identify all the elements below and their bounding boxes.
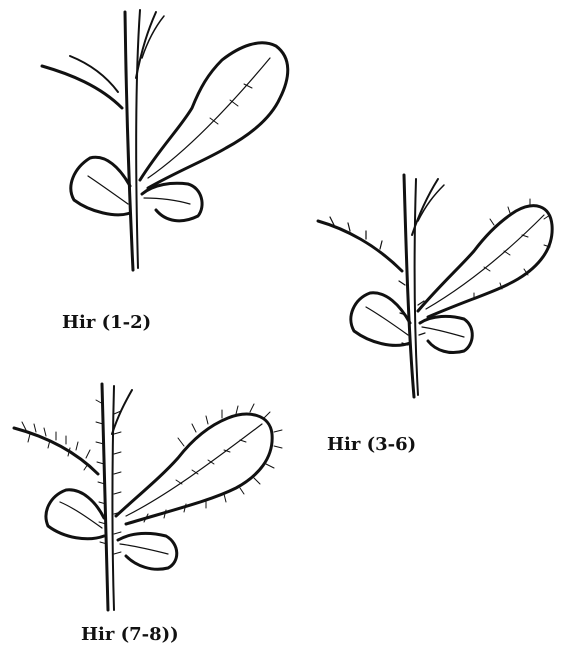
panel-hir-1-2 (30, 8, 300, 278)
plant-drawing-hir-1-2 (30, 8, 300, 278)
plant-drawing-hir-3-6 (304, 175, 564, 405)
caption-hir-1-2: Hir (1-2) (62, 312, 151, 333)
plant-drawing-hir-7-8 (8, 384, 288, 618)
caption-hir-7-8: Hir (7-8)) (81, 624, 179, 645)
panel-hir-3-6 (304, 175, 564, 405)
panel-hir-7-8 (8, 384, 288, 618)
caption-hir-3-6: Hir (3-6) (327, 434, 416, 455)
